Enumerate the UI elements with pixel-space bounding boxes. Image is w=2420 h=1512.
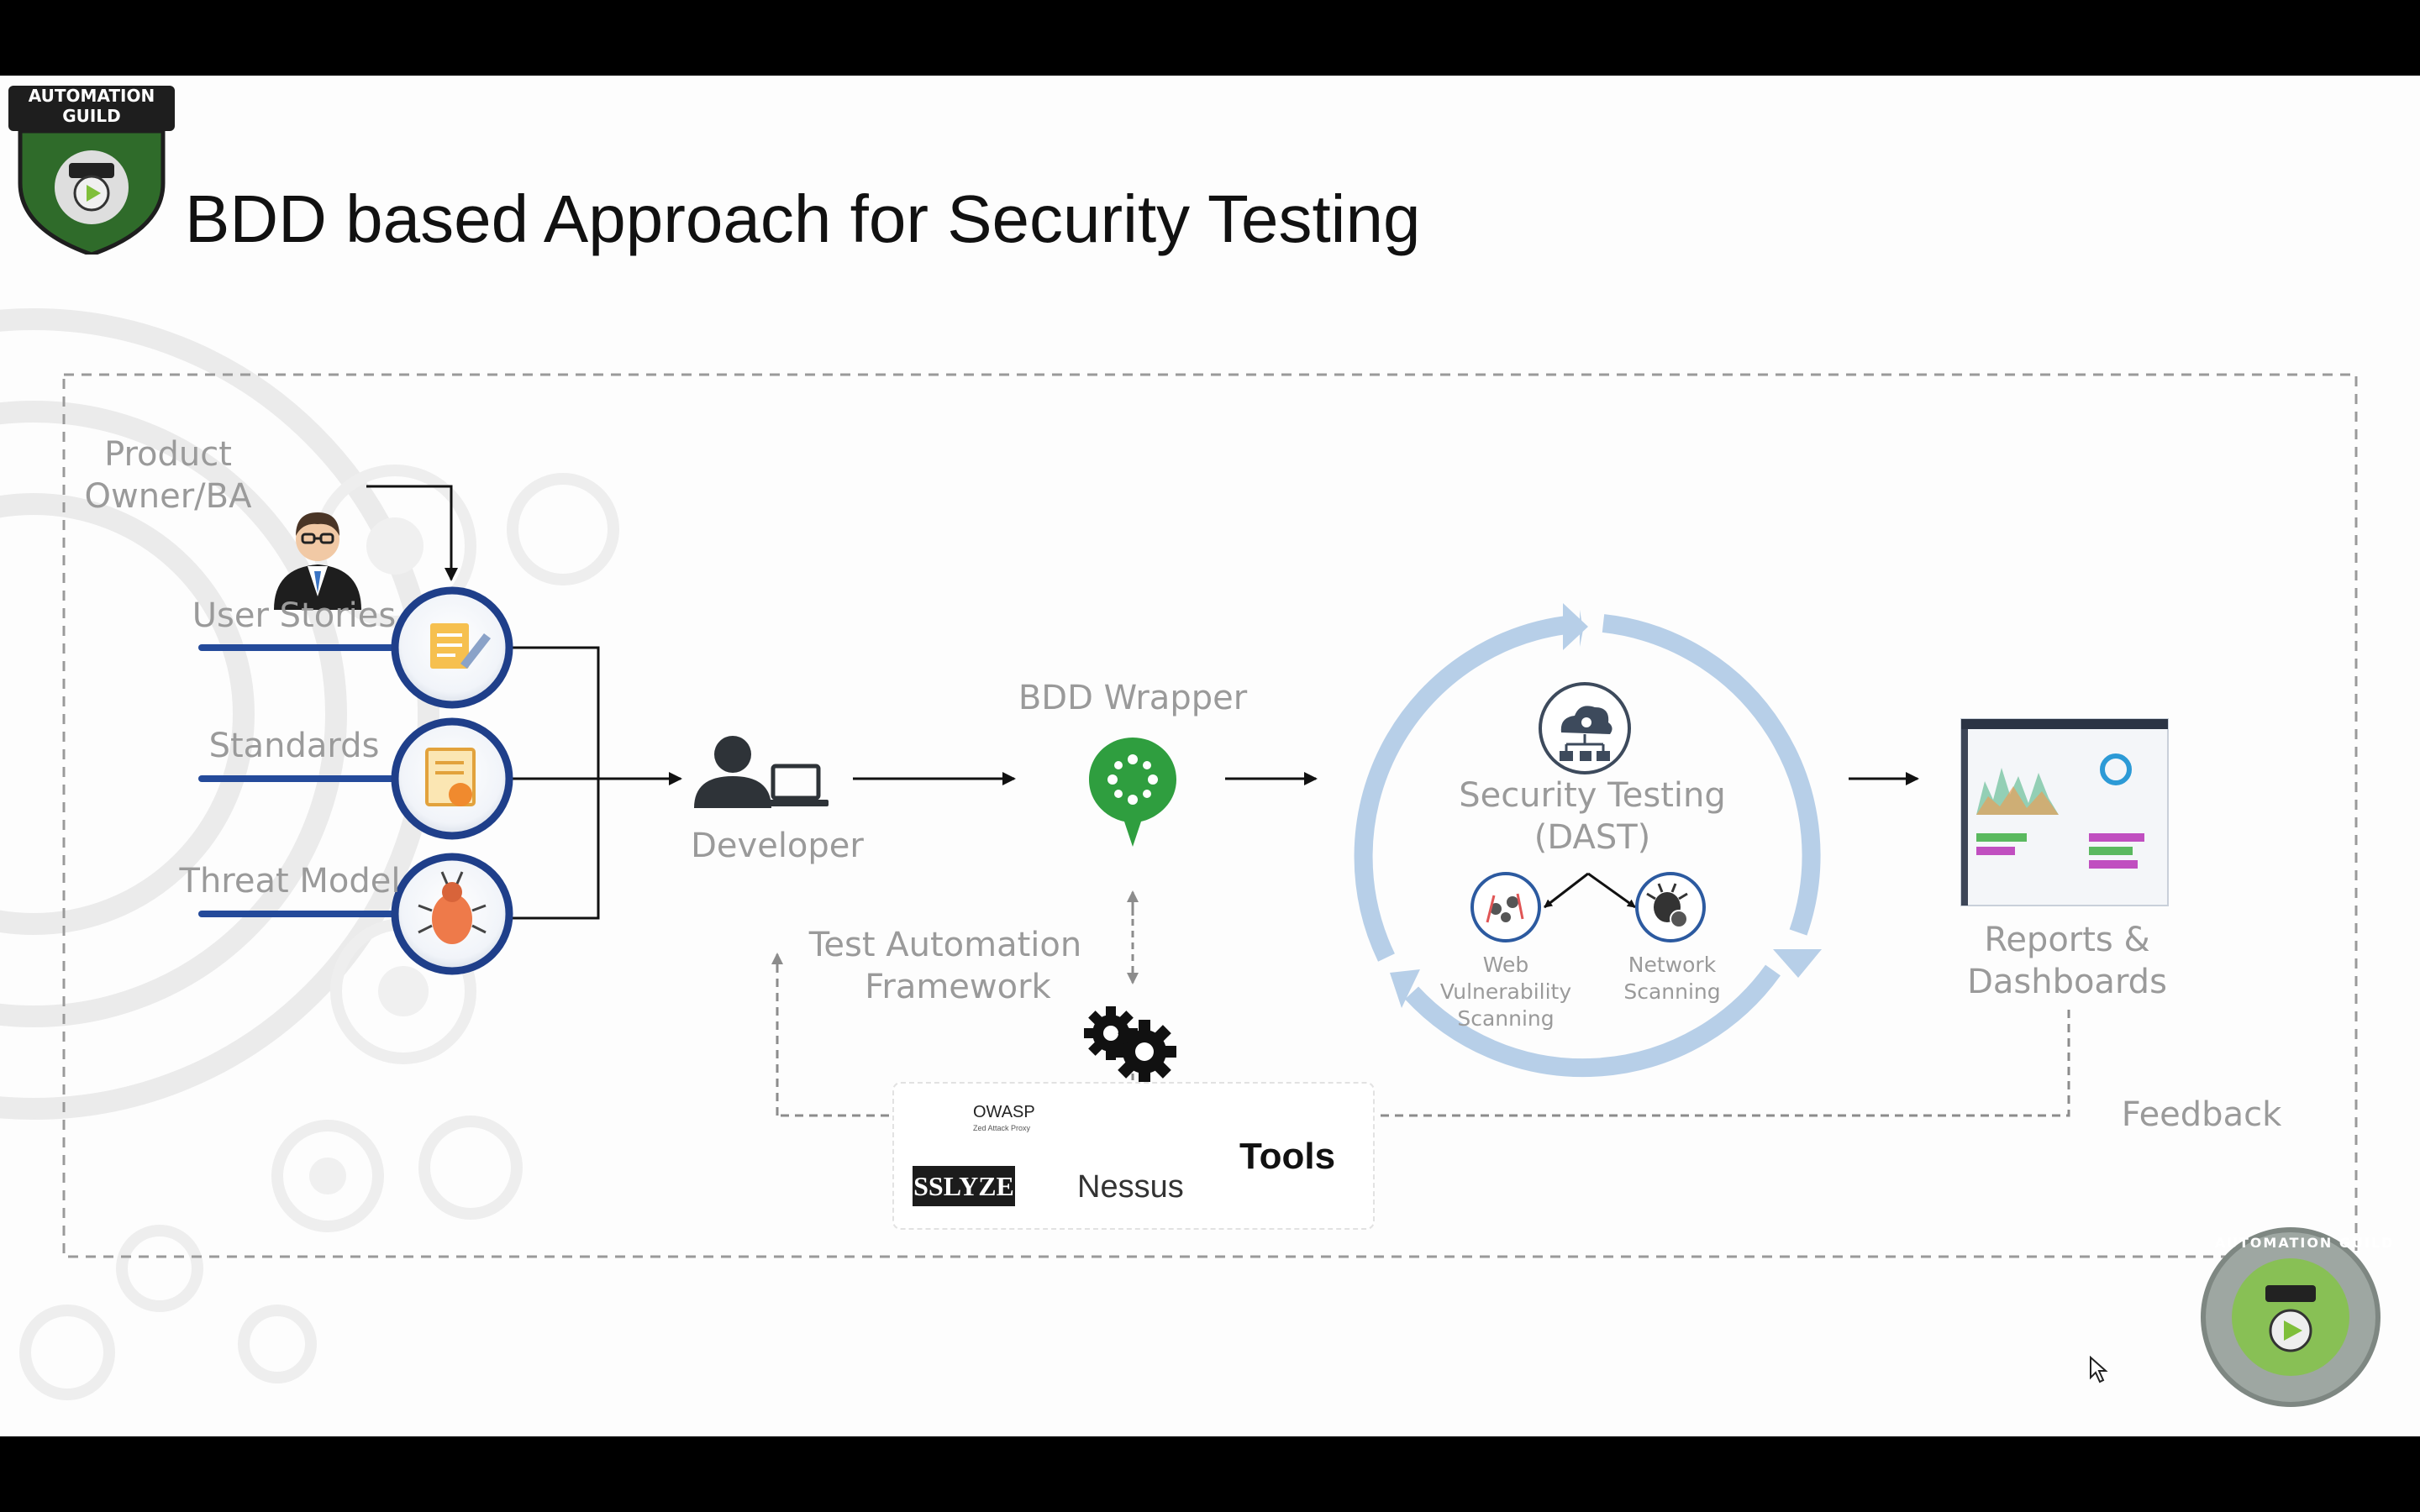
network-scan-label-line2: Scanning bbox=[1623, 979, 1721, 1004]
bdd-wrapper-label: BDD Wrapper bbox=[1018, 679, 1248, 717]
gears-icon bbox=[1084, 1006, 1176, 1084]
gear-background bbox=[0, 308, 619, 1400]
threat-model-icon bbox=[391, 853, 513, 975]
standards-label: Standards bbox=[208, 727, 380, 765]
bracket-connector bbox=[509, 646, 600, 920]
diagram-graphics bbox=[62, 373, 2381, 1407]
bottom-logo-text: AUTOMATION GUILD bbox=[2215, 1235, 2395, 1251]
dast-cycle bbox=[1354, 614, 1821, 1078]
owasp-name: OWASP bbox=[973, 1103, 1035, 1121]
nessus-logo: Nessus bbox=[1077, 1169, 1184, 1205]
sslyze-logo: SSLYZE bbox=[913, 1166, 1015, 1206]
product-owner-label-line2: Owner/BA bbox=[84, 477, 252, 516]
security-testing-label-line2: (DAST) bbox=[1534, 818, 1651, 857]
product-owner-label-line1: Product bbox=[104, 435, 232, 474]
letterbox-bottom bbox=[0, 1436, 2420, 1512]
cycle-arrowhead-top bbox=[1563, 603, 1588, 650]
network-scan-icon bbox=[1635, 872, 1706, 942]
cucumber-icon bbox=[1089, 738, 1176, 847]
reports-label-line1: Reports & bbox=[1984, 921, 2150, 959]
product-owner-arrow bbox=[366, 485, 458, 581]
cloud-network-icon bbox=[1539, 682, 1631, 774]
tools-label: Tools bbox=[1239, 1136, 1336, 1177]
network-scan-label-line1: Network bbox=[1628, 953, 1717, 977]
developer-label: Developer bbox=[691, 827, 864, 865]
user-stories-icon bbox=[391, 586, 513, 709]
mouse-cursor-icon bbox=[2090, 1356, 2108, 1383]
slide-title: BDD based Approach for Security Testing bbox=[185, 181, 1421, 256]
security-testing-label-line1: Security Testing bbox=[1459, 776, 1726, 815]
cycle-arrowhead-right bbox=[1773, 949, 1822, 978]
cycle-arrowhead-left bbox=[1390, 969, 1420, 1008]
web-scan-label-line1: Web bbox=[1482, 953, 1529, 977]
letterbox-top bbox=[0, 0, 2420, 76]
test-framework-label-line2: Framework bbox=[865, 968, 1051, 1006]
standards-icon bbox=[391, 717, 513, 840]
test-framework-label-line1: Test Automation bbox=[808, 926, 1082, 964]
web-scan-label-line3: Scanning bbox=[1457, 1006, 1555, 1031]
slide: AUTOMATION GUILD BDD based Approach for … bbox=[0, 76, 2420, 1436]
feedback-label: Feedback bbox=[2121, 1095, 2282, 1134]
dashboard-icon bbox=[1960, 718, 2169, 906]
automation-guild-logo-bottom bbox=[2201, 1227, 2381, 1407]
automation-guild-logo bbox=[8, 86, 175, 255]
product-owner-icon bbox=[274, 512, 361, 610]
reports-label-line2: Dashboards bbox=[1967, 963, 2167, 1001]
developer-icon bbox=[694, 736, 829, 808]
owasp-subtitle: Zed Attack Proxy bbox=[973, 1124, 1031, 1132]
web-scan-icon bbox=[1470, 872, 1541, 942]
web-scan-label-line2: Vulnerability bbox=[1439, 979, 1572, 1004]
user-stories-label: User Stories bbox=[192, 596, 397, 635]
threat-model-label: Threat Model bbox=[179, 862, 401, 900]
logo-text: AUTOMATION GUILD bbox=[28, 86, 155, 126]
feedback-line bbox=[777, 1010, 2070, 1117]
